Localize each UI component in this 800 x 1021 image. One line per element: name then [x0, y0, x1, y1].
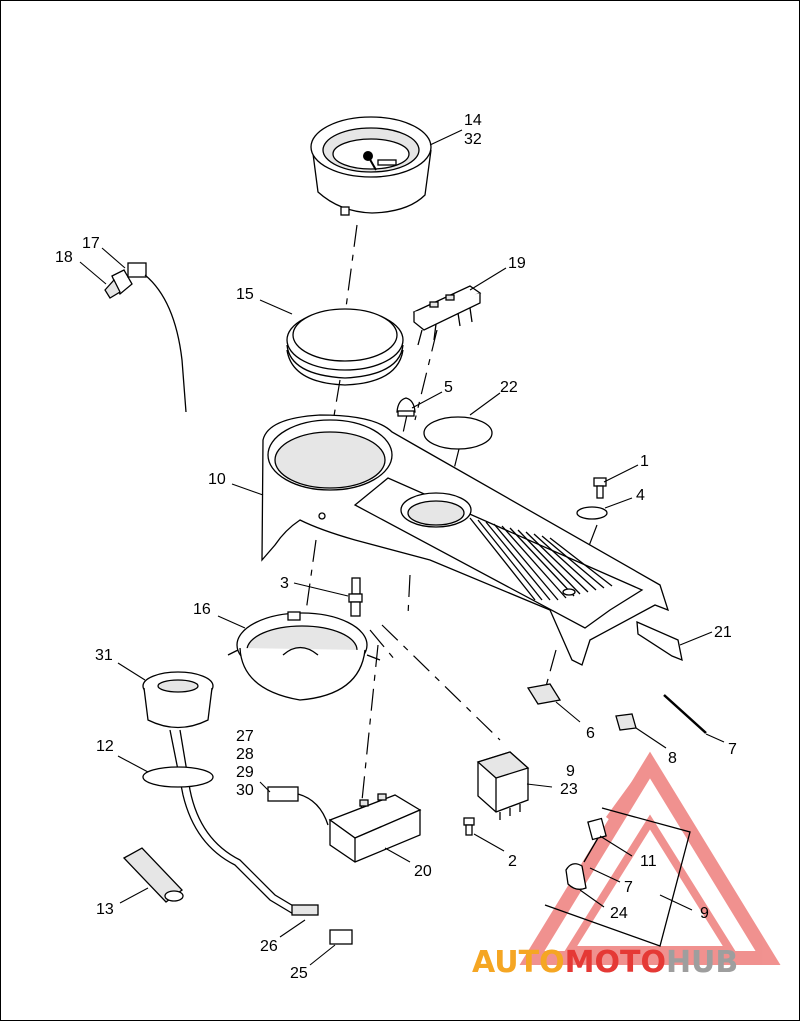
bolt-part	[348, 577, 363, 617]
o-ring-part	[423, 416, 493, 450]
clip-8-part	[615, 713, 637, 731]
callout-23: 23	[560, 781, 578, 798]
callout-7-tie: 7	[728, 741, 737, 758]
callout-12: 12	[96, 738, 114, 755]
callout-14: 14	[464, 112, 482, 129]
callout-31: 31	[95, 647, 113, 664]
callout-26: 26	[260, 938, 278, 955]
callout-2: 2	[508, 853, 517, 870]
callout-25: 25	[290, 965, 308, 982]
callout-18: 18	[55, 249, 73, 266]
bulb-part	[396, 397, 416, 417]
watermark-logo	[519, 751, 781, 965]
callout-24: 24	[610, 905, 628, 922]
connector-26-part	[291, 904, 319, 916]
callout-8: 8	[668, 750, 677, 767]
callout-5: 5	[444, 379, 453, 396]
console-housing-part	[261, 414, 670, 666]
watermark-hub: HUB	[666, 945, 738, 980]
assembly-lines	[301, 224, 598, 821]
callout-3: 3	[280, 575, 289, 592]
ring-gasket-part	[286, 308, 404, 386]
watermark-auto: AUTO	[472, 945, 565, 980]
screw-part	[593, 477, 607, 499]
washer-part	[576, 506, 608, 520]
callout-13: 13	[96, 901, 114, 918]
callout-29: 29	[236, 764, 254, 781]
screw-2-part	[463, 817, 475, 836]
callout-labels: 14 32 15 17 18 19 5 22 10 1 4 3 21 16 31…	[55, 112, 737, 982]
callout-15: 15	[236, 286, 254, 303]
sensor-wire-part	[104, 262, 187, 413]
sleeve-part	[122, 847, 184, 903]
callout-11: 11	[640, 853, 657, 870]
callout-22: 22	[500, 379, 518, 396]
callout-6: 6	[586, 725, 595, 742]
watermark-text: AUTOMOTOHUB	[472, 945, 738, 980]
key-detail-box	[544, 807, 691, 947]
cable-tie-part	[663, 694, 707, 734]
leader-lines	[79, 129, 725, 966]
clip-6-part	[526, 683, 562, 705]
callout-9-key: 9	[700, 905, 709, 922]
relay-part	[476, 751, 530, 820]
callout-20: 20	[414, 863, 432, 880]
watermark-moto: MOTO	[565, 945, 666, 980]
switch-31-part	[142, 671, 301, 916]
callout-21: 21	[714, 624, 732, 641]
callout-28: 28	[236, 746, 254, 763]
module-20-part	[328, 793, 422, 863]
lower-cup-part	[227, 611, 381, 701]
bracket-part	[636, 620, 683, 662]
callout-7-key: 7	[624, 879, 633, 896]
callout-27: 27	[236, 728, 254, 745]
callout-19: 19	[508, 255, 526, 272]
speedometer-part	[310, 116, 432, 216]
callout-4: 4	[636, 487, 645, 504]
connector-clip-part	[412, 285, 482, 346]
callout-17: 17	[82, 235, 100, 252]
callout-32: 32	[464, 131, 482, 148]
callout-30: 30	[236, 782, 254, 799]
callout-9-relay: 9	[566, 763, 575, 780]
ring-12-part	[142, 766, 214, 788]
callout-1: 1	[640, 453, 649, 470]
callout-16: 16	[193, 601, 211, 618]
connector-25-part	[329, 929, 353, 945]
callout-10: 10	[208, 471, 226, 488]
plug-part	[267, 786, 329, 826]
